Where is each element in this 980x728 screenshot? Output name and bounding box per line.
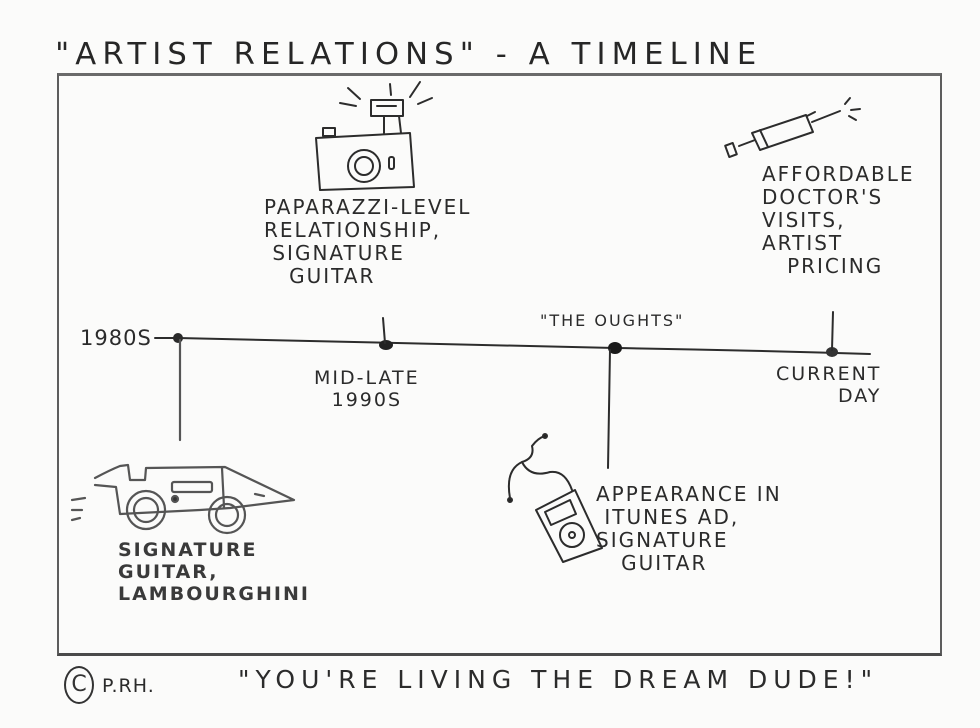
era-label-1980s: 1980s [80,326,152,350]
ipod-icon [507,433,603,563]
timeline-axis [154,337,871,355]
marker-1980s [173,333,183,442]
marker-1990s [379,317,393,350]
timeline-dot-oughts [608,342,622,354]
connector-oughts [607,349,611,469]
timeline-dot-1990s [379,340,393,350]
era-label-current: CURRENT DAY [776,363,882,407]
author-signature: P.RH. [102,675,155,697]
marker-oughts [607,342,622,469]
event-text-current: AFFORDABLE DOCTOR'S VISITS, ARTIST PRICI… [762,162,915,278]
camera-icon [315,81,433,191]
syringe-icon [724,97,861,159]
timeline-frame [57,73,942,656]
timeline-dot-1980s [173,333,183,343]
era-label-oughts: "THE OUGHTS" [540,311,685,330]
connector-current [831,311,834,351]
connector-1990s [382,317,386,344]
marker-current [826,311,838,357]
sports-car-icon [70,463,296,535]
diagram-title: "ARTIST RELATIONS" - A TIMELINE [55,37,763,72]
event-text-oughts: APPEARANCE IN ITUNES AD, SIGNATURE GUITA… [596,482,782,575]
copyright-icon: C [64,666,94,704]
timeline-dot-current [826,347,838,357]
era-label-1990s: MID-LATE 1990s [314,367,420,411]
caption-quote: "YOU'RE LIVING THE DREAM DUDE!" [238,665,879,694]
event-text-1980s: SIGNATURE GUITAR, LAMBOURGHINI [118,539,310,605]
event-text-1990s: PAPARAZZI-LEVEL RELATIONSHIP, SIGNATURE … [264,195,472,288]
